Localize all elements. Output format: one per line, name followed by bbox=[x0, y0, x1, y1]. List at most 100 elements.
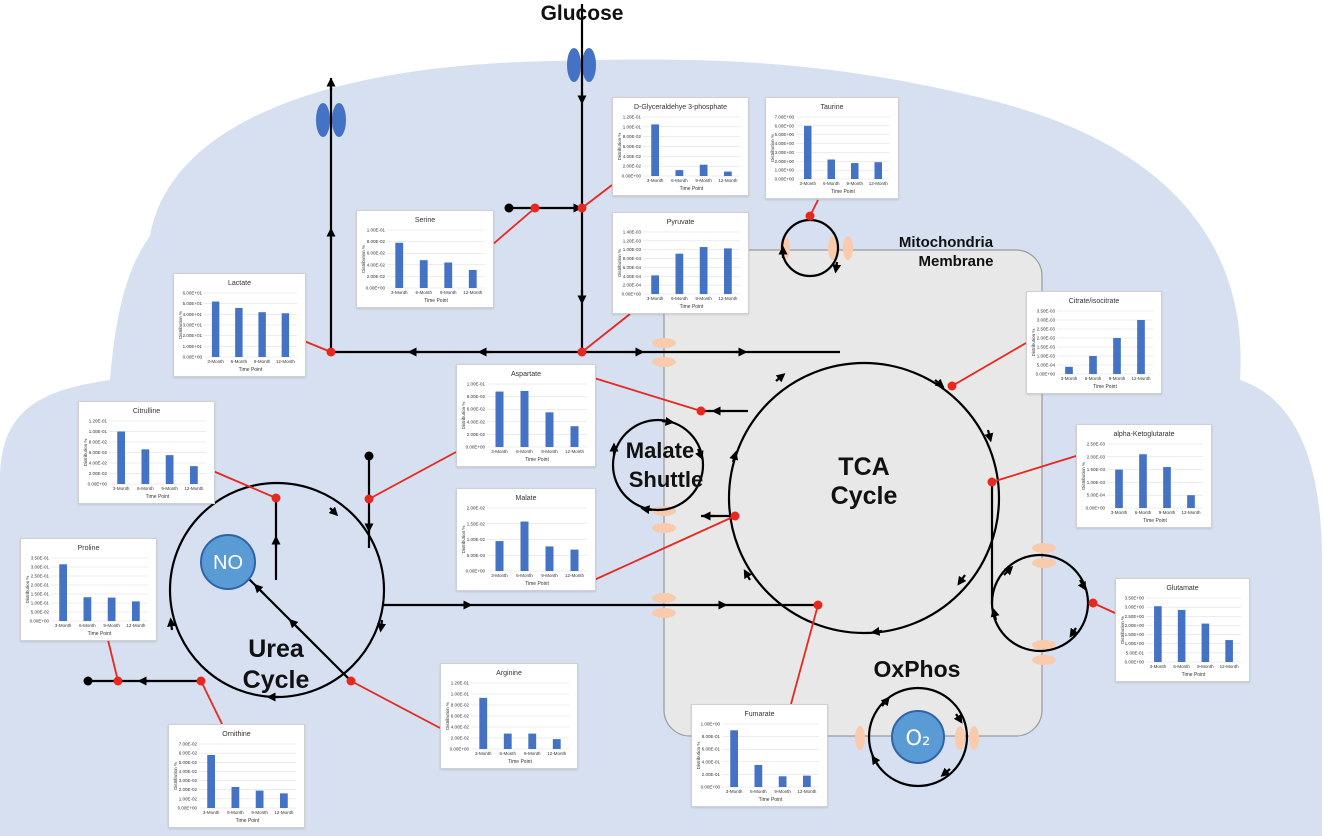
y-tick-label: 2.50E-03 bbox=[1087, 442, 1106, 447]
y-tick-label: 6.00E+00 bbox=[775, 123, 795, 128]
bar bbox=[495, 541, 504, 571]
bar bbox=[141, 449, 150, 484]
y-tick-label: 0.00E+00 bbox=[1086, 506, 1106, 511]
x-axis-label: Time Point bbox=[88, 631, 112, 637]
x-tick-label: 6-Month bbox=[1135, 510, 1152, 515]
bar-chart-svg: Ornithine0.00E+001.00E-022.00E-023.00E-0… bbox=[173, 731, 296, 824]
y-tick-label: 1.20E-01 bbox=[451, 681, 470, 686]
lactate-transporter bbox=[316, 103, 346, 137]
bar bbox=[207, 754, 216, 808]
x-tick-label: 9-Month bbox=[695, 296, 712, 301]
x-tick-label: 12-Month bbox=[565, 573, 585, 578]
x-tick-label: 9-Month bbox=[774, 789, 791, 794]
y-tick-label: 5.00E+00 bbox=[775, 132, 795, 137]
y-tick-label: 1.50E-03 bbox=[1087, 467, 1106, 472]
y-tick-label: 0.00E+00 bbox=[775, 177, 795, 182]
tca-label-2: Cycle bbox=[831, 482, 898, 510]
no-molecule-circle bbox=[200, 534, 256, 590]
bar bbox=[495, 391, 504, 447]
oxphos-label: OxPhos bbox=[874, 656, 961, 682]
y-tick-label: 6.00E-01 bbox=[702, 747, 721, 752]
y-tick-label: 6.00E-02 bbox=[367, 251, 386, 256]
urea-label-2: Cycle bbox=[243, 666, 310, 694]
bar bbox=[723, 248, 732, 294]
chart-title: Lactate bbox=[228, 280, 251, 287]
bar bbox=[802, 775, 811, 787]
x-tick-label: 9-Month bbox=[254, 359, 271, 364]
x-tick-label: 9-Month bbox=[1109, 376, 1126, 381]
y-tick-label: 3.00E-01 bbox=[31, 565, 50, 570]
y-tick-label: 0.00E+00 bbox=[450, 747, 470, 752]
chart-title: Proline bbox=[78, 545, 100, 552]
x-tick-label: 9-Month bbox=[695, 178, 712, 183]
bar-chart-svg: Lactate0.00E+001.00E+012.00E+013.00E+014… bbox=[178, 280, 297, 373]
y-tick-label: 8.00E-02 bbox=[451, 703, 470, 708]
o2-molecule-circle bbox=[891, 710, 945, 764]
tca-label-1: TCA bbox=[838, 453, 889, 481]
y-tick-label: 8.00E-02 bbox=[623, 134, 642, 139]
y-tick-label: 8.00E-02 bbox=[467, 394, 486, 399]
x-tick-label: 12-Month bbox=[797, 789, 817, 794]
y-tick-label: 0.00E+00 bbox=[366, 286, 386, 291]
x-tick-label: 6-Month bbox=[231, 359, 248, 364]
x-tick-label: 9-Month bbox=[161, 486, 178, 491]
y-tick-label: 4.00E-02 bbox=[467, 419, 486, 424]
x-tick-label: 6-Month bbox=[1173, 664, 1190, 669]
y-tick-label: 0.00E+00 bbox=[622, 292, 642, 297]
bar bbox=[131, 601, 140, 621]
y-tick-label: 3.50E-01 bbox=[31, 556, 50, 561]
x-tick-label: 3-Month bbox=[1150, 664, 1167, 669]
y-tick-label: 1.00E-03 bbox=[623, 247, 642, 252]
y-tick-label: 0.00E+00 bbox=[466, 445, 486, 450]
y-tick-label: 3.00E+00 bbox=[1125, 605, 1145, 610]
bar bbox=[1163, 467, 1171, 508]
mitochondrion bbox=[663, 249, 1043, 737]
x-tick-label: 12-Month bbox=[276, 359, 296, 364]
x-tick-label: 3-Month bbox=[1111, 510, 1128, 515]
y-tick-label: 1.00E-01 bbox=[623, 124, 642, 129]
y-tick-label: 2.00E-02 bbox=[451, 736, 470, 741]
bar bbox=[675, 253, 684, 294]
y-tick-label: 2.50E-01 bbox=[31, 574, 50, 579]
y-axis-label: Distribution % bbox=[696, 742, 701, 770]
bar bbox=[189, 466, 198, 484]
bar bbox=[1065, 366, 1073, 374]
x-tick-label: 12-Month bbox=[1220, 664, 1240, 669]
x-tick-label: 6-Month bbox=[1085, 376, 1102, 381]
chart-title: Serine bbox=[415, 217, 435, 224]
y-tick-label: 2.50E+00 bbox=[1125, 614, 1145, 619]
y-tick-label: 6.00E-02 bbox=[451, 714, 470, 719]
y-tick-label: 4.00E-02 bbox=[623, 154, 642, 159]
bar-chart-svg: Pyruvate0.00E+002.00E-044.00E-046.00E-04… bbox=[617, 219, 740, 310]
y-tick-label: 1.20E-01 bbox=[89, 419, 108, 424]
y-tick-label: 2.50E-03 bbox=[1037, 327, 1056, 332]
chart-title: Pyruvate bbox=[667, 219, 695, 226]
chart-title: Arginine bbox=[496, 670, 522, 677]
y-tick-label: 3.00E+00 bbox=[775, 150, 795, 155]
y-tick-label: 5.00E-04 bbox=[1087, 493, 1106, 498]
x-axis-label: Time Point bbox=[1182, 672, 1206, 678]
bar bbox=[107, 597, 116, 621]
y-axis-label: Distribution % bbox=[361, 245, 366, 273]
x-tick-label: 12-Month bbox=[547, 751, 567, 756]
bar bbox=[754, 764, 763, 787]
chart-title: Ornithine bbox=[222, 731, 251, 738]
y-tick-label: 4.00E-01 bbox=[702, 759, 721, 764]
y-tick-label: 2.00E+00 bbox=[775, 159, 795, 164]
x-tick-label: 6-Month bbox=[499, 751, 516, 756]
bar-chart-svg: Proline0.00E+005.00E-021.00E-011.50E-012… bbox=[25, 545, 148, 637]
bar bbox=[570, 426, 579, 447]
y-tick-label: 0.00E+00 bbox=[701, 785, 721, 790]
x-tick-label: 6-Month bbox=[516, 573, 533, 578]
y-tick-label: 5.00E-03 bbox=[467, 553, 486, 558]
y-tick-label: 0.00E+00 bbox=[622, 174, 642, 179]
bar bbox=[675, 170, 684, 176]
x-tick-label: 6-Month bbox=[823, 181, 840, 186]
x-tick-label: 9-Month bbox=[541, 573, 558, 578]
y-tick-label: 2.00E-01 bbox=[31, 583, 50, 588]
